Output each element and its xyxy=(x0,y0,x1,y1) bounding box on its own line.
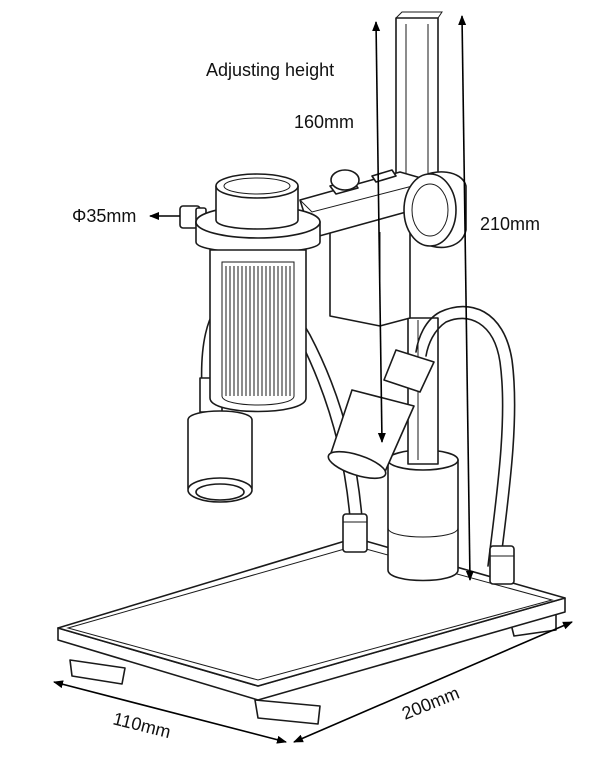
lens-diameter-label: Φ35mm xyxy=(72,206,136,226)
base-depth-arrow xyxy=(293,621,573,743)
left-gooseneck-light xyxy=(187,291,368,553)
base-depth-label: 200mm xyxy=(399,683,462,724)
microscope-body xyxy=(209,249,307,413)
height-travel-label: 160mm xyxy=(294,112,354,132)
total-height-arrow xyxy=(458,15,474,581)
height-travel-arrow xyxy=(372,21,386,443)
base-width-label: 110mm xyxy=(111,708,173,742)
adjusting-height-label: Adjusting height xyxy=(206,60,334,80)
base-plate xyxy=(57,537,566,725)
right-gooseneck-light xyxy=(327,305,516,585)
support-pole xyxy=(387,11,459,582)
base-width-arrow xyxy=(53,680,287,744)
dimension-lines xyxy=(53,15,573,744)
microscope-holder xyxy=(179,173,321,254)
focus-block xyxy=(299,169,467,327)
total-height-label: 210mm xyxy=(480,214,540,234)
